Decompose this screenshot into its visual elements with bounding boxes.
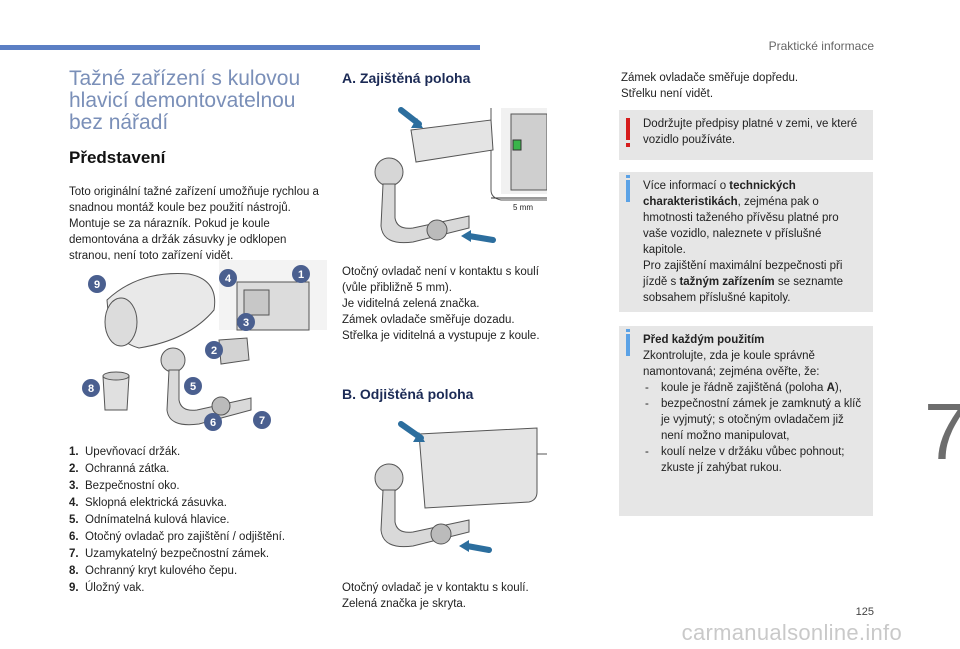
- info-box-specs: Více informací o technických charakteris…: [619, 172, 873, 312]
- callout-2: 2: [211, 345, 217, 357]
- list-item: koulí nelze v držáku vůbec pohnout; zkus…: [643, 444, 865, 476]
- unlocked-position-illustration: [341, 418, 547, 568]
- unlocked-position-description: Otočný ovladač je v kontaktu s koulí. Ze…: [342, 580, 562, 612]
- unlocked-position-title: B. Odjištěná poloha: [342, 386, 474, 402]
- callout-9: 9: [94, 279, 100, 291]
- checklist: koule je řádně zajištěná (poloha A), bez…: [643, 380, 865, 476]
- parts-overview-illustration: 1 2 3 4 5 6 7 8 9: [69, 260, 327, 440]
- list-item: 9.Úložný vak.: [69, 582, 145, 594]
- page-title: Tažné zařízení s kulovou hlavicí demonto…: [69, 68, 327, 134]
- locked-position-illustration: 5 mm: [341, 100, 547, 260]
- locked-text-5: Střelka je viditelná a vystupuje z koule…: [342, 330, 540, 342]
- callout-8: 8: [88, 383, 94, 395]
- locked-text-4: Zámek ovladače směřuje dozadu.: [342, 314, 515, 326]
- unlocked-text-4: Střelku není vidět.: [621, 88, 714, 100]
- checklist-intro: Zkontrolujte, zda je koule správně namon…: [643, 350, 820, 378]
- list-item: 7.Uzamykatelný bezpečnostní zámek.: [69, 548, 270, 560]
- unlocked-text-3: Zámek ovladače směřuje dopředu.: [621, 72, 799, 84]
- info-safety-paragraph: Pro zajištění maximální bezpečnosti při …: [643, 260, 844, 304]
- page-number: 125: [855, 606, 874, 618]
- chapter-tab: 7: [908, 388, 960, 496]
- locked-text-3: Je viditelná zelená značka.: [342, 298, 480, 310]
- parts-list: 1.Upevňovací držák. 2.Ochranná zátka. 3.…: [69, 444, 327, 597]
- info-icon: [626, 175, 630, 202]
- list-item: bezpečnostní zámek je zamknutý a klíč je…: [643, 396, 865, 444]
- callout-4: 4: [225, 273, 232, 285]
- warning-box: Dodržujte předpisy platné v zemi, ve kte…: [619, 110, 873, 160]
- info-specs-paragraph: Více informací o technických charakteris…: [643, 180, 839, 256]
- list-item: 3.Bezpečnostní oko.: [69, 480, 180, 492]
- title-line-3: bez nářadí: [69, 111, 169, 134]
- locked-text-2: (vůle přibližně 5 mm).: [342, 282, 452, 294]
- callout-1: 1: [298, 269, 304, 281]
- checklist-title: Před každým použitím: [643, 334, 765, 346]
- list-item: 5.Odnímatelná kulová hlavice.: [69, 514, 230, 526]
- intro-paragraph: Toto originální tažné zařízení umožňuje …: [69, 186, 319, 262]
- callout-6: 6: [210, 417, 216, 429]
- dimension-label: 5 mm: [513, 203, 533, 212]
- list-item: 2.Ochranná zátka.: [69, 463, 170, 475]
- info-box-checklist: Před každým použitím Zkontrolujte, zda j…: [619, 326, 873, 516]
- list-item: koule je řádně zajištěná (poloha A),: [643, 380, 865, 396]
- header-accent-bar: [0, 45, 480, 50]
- warning-icon: [626, 118, 630, 147]
- callout-7: 7: [259, 415, 265, 427]
- locked-position-description: Otočný ovladač není v kontaktu s koulí (…: [342, 264, 562, 344]
- warning-text: Dodržujte předpisy platné v zemi, ve kte…: [643, 118, 858, 146]
- locked-text-1: Otočný ovladač není v kontaktu s koulí: [342, 266, 539, 278]
- title-line-1: Tažné zařízení s kulovou: [69, 67, 301, 90]
- title-line-2: hlavicí demontovatelnou: [69, 89, 296, 112]
- list-item: 8.Ochranný kryt kulového čepu.: [69, 565, 238, 577]
- list-item: 1.Upevňovací držák.: [69, 446, 181, 458]
- watermark: carmanualsonline.info: [681, 620, 902, 645]
- unlocked-text-1: Otočný ovladač je v kontaktu s koulí.: [342, 582, 529, 594]
- section-title: Představení: [69, 148, 166, 167]
- info-icon: [626, 329, 630, 356]
- section-header: Praktické informace: [768, 39, 874, 53]
- list-item: 6.Otočný ovladač pro zajištění / odjiště…: [69, 531, 286, 543]
- unlocked-text-2: Zelená značka je skryta.: [342, 598, 467, 610]
- column-left: Tažné zařízení s kulovou hlavicí demonto…: [69, 68, 327, 264]
- callout-3: 3: [243, 317, 249, 329]
- unlocked-continued-text: Zámek ovladače směřuje dopředu. Střelku …: [621, 70, 871, 102]
- locked-position-title: A. Zajištěná poloha: [342, 70, 471, 86]
- chapter-number: 7: [924, 387, 960, 476]
- list-item: 4.Sklopná elektrická zásuvka.: [69, 497, 227, 509]
- callout-5: 5: [190, 381, 196, 393]
